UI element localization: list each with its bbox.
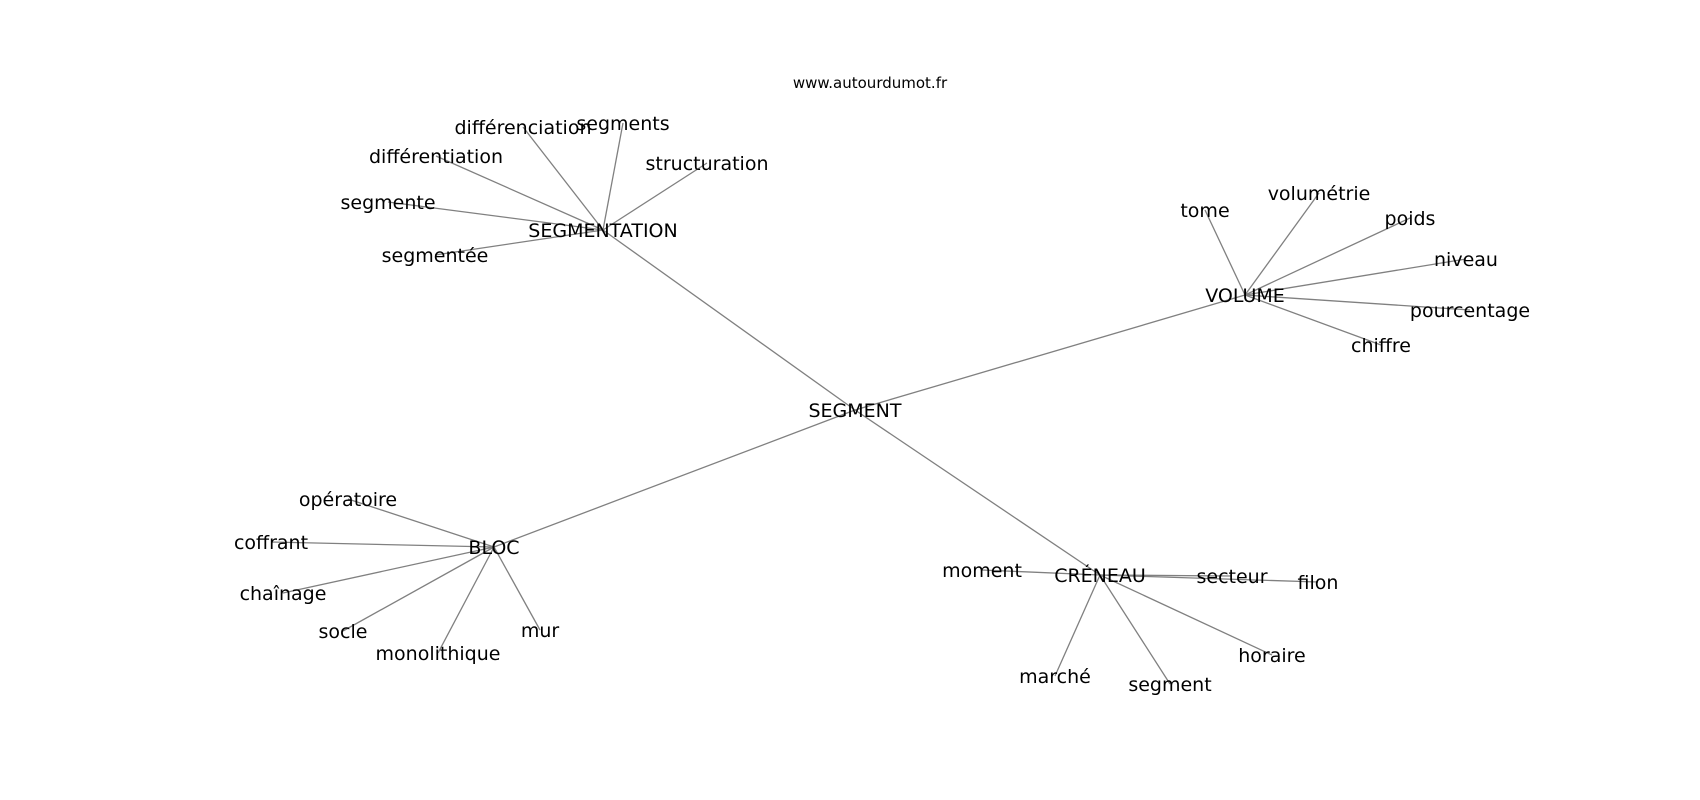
related-word-operatoire[interactable]: opératoire	[299, 489, 397, 511]
edge-bloc-chainage	[282, 546, 495, 594]
edge-center-bloc	[493, 409, 856, 548]
edge-volume-chiffre	[1244, 294, 1382, 346]
edge-segmentation-segmente	[387, 201, 604, 231]
related-word-differentiation[interactable]: différentiation	[369, 146, 503, 168]
related-word-segment[interactable]: segment	[1128, 674, 1211, 696]
related-word-coffrant[interactable]: coffrant	[234, 532, 308, 554]
edge-center-volume	[854, 294, 1246, 411]
related-word-tome[interactable]: tome	[1180, 200, 1229, 222]
center-word-node[interactable]: SEGMENT	[808, 400, 901, 422]
edge-volume-pourcentage	[1244, 294, 1471, 311]
related-word-horaire[interactable]: horaire	[1238, 645, 1305, 667]
edge-segmentation-segmentee	[434, 229, 604, 256]
related-word-secteur[interactable]: secteur	[1196, 566, 1267, 588]
edge-volume-tome	[1204, 209, 1246, 296]
edge-segmentation-differenciation	[522, 126, 604, 231]
edge-bloc-mur	[493, 546, 541, 631]
related-word-poids[interactable]: poids	[1385, 208, 1436, 230]
edge-bloc-operatoire	[347, 498, 495, 548]
related-word-niveau[interactable]: niveau	[1434, 249, 1498, 271]
related-word-volumetrie[interactable]: volumétrie	[1268, 183, 1371, 205]
related-word-segmentee[interactable]: segmentée	[382, 245, 489, 267]
related-word-segments[interactable]: segments	[576, 113, 669, 135]
edge-segmentation-structuration	[602, 162, 708, 231]
related-word-filon[interactable]: filon	[1298, 572, 1339, 594]
edge-volume-volumetrie	[1244, 192, 1320, 296]
related-word-marche[interactable]: marché	[1019, 666, 1091, 688]
edge-center-creneau	[854, 409, 1101, 576]
edge-bloc-coffrant	[270, 541, 495, 548]
cluster-node-bloc[interactable]: BLOC	[468, 537, 519, 559]
related-word-structuration[interactable]: structuration	[646, 153, 769, 175]
related-word-mur[interactable]: mur	[521, 620, 560, 642]
cluster-node-creneau[interactable]: CRÉNEAU	[1054, 564, 1146, 587]
edge-creneau-moment	[981, 569, 1101, 576]
related-word-monolithique[interactable]: monolithique	[376, 643, 501, 665]
edge-creneau-marche	[1054, 574, 1101, 677]
cluster-node-segmentation[interactable]: SEGMENTATION	[528, 220, 677, 242]
edge-volume-poids	[1244, 217, 1411, 296]
related-word-socle[interactable]: socle	[319, 621, 368, 643]
related-word-segmente[interactable]: segmente	[340, 192, 435, 214]
cluster-node-volume[interactable]: VOLUME	[1205, 285, 1285, 307]
edge-segmentation-differentiation	[435, 155, 604, 231]
related-word-chiffre[interactable]: chiffre	[1351, 335, 1411, 357]
related-word-moment[interactable]: moment	[942, 560, 1022, 582]
nodes-layer: SEGMENTSEGMENTATIONdifférenciationsegmen…	[234, 113, 1530, 696]
edge-creneau-segment	[1099, 574, 1171, 685]
edge-segmentation-segments	[602, 122, 624, 231]
related-word-pourcentage[interactable]: pourcentage	[1410, 300, 1530, 322]
edge-volume-niveau	[1244, 258, 1467, 296]
edge-bloc-socle	[342, 546, 495, 632]
site-url: www.autourdumot.fr	[793, 74, 948, 92]
related-word-differenciation[interactable]: différenciation	[454, 117, 591, 139]
related-word-chainage[interactable]: chaînage	[240, 583, 327, 605]
edges-layer	[270, 122, 1471, 685]
edge-creneau-filon	[1099, 574, 1319, 583]
edge-bloc-monolithique	[437, 546, 495, 654]
edge-creneau-horaire	[1099, 574, 1273, 656]
edge-center-segmentation	[602, 229, 856, 411]
